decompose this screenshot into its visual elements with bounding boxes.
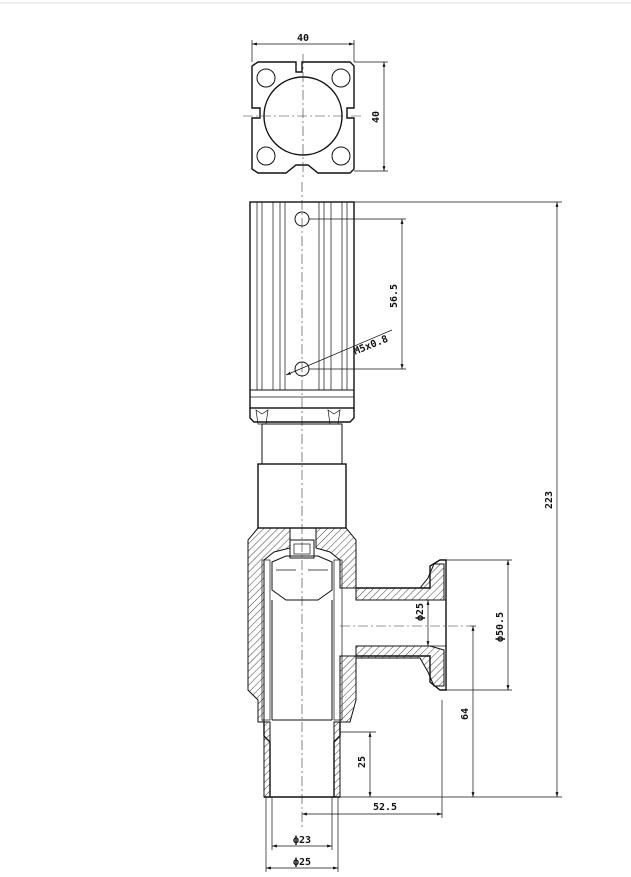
valve-body-right-wall (315, 527, 357, 589)
seal-assembly (289, 539, 315, 559)
dim-overall-length: 223 (544, 491, 555, 509)
end-cap (249, 408, 355, 423)
dim-outlet-outer-diameter: ϕ25 (293, 857, 311, 868)
side-branch-upper-wall (355, 563, 445, 601)
bolt-hole-tr (331, 68, 351, 88)
dim-port-spacing: 56.5 (389, 284, 400, 308)
bonnet (257, 463, 347, 529)
top-view: 40 40 (243, 33, 388, 180)
bolt-hole-br (331, 146, 351, 166)
cap-screw-left (255, 409, 269, 425)
bolt-hole-bl (256, 146, 276, 166)
dim-flange-height: 40 (371, 111, 382, 123)
front-view: 56.5 M5x0.8 223 ϕ25 ϕ50.5 64 25 52.5 (247, 182, 562, 872)
valve-body-lower-right (339, 655, 357, 723)
dim-outlet-inner-diameter: ϕ23 (293, 835, 311, 846)
label-port-thread: M5x0.8 (352, 334, 390, 358)
dim-outlet-length: 25 (357, 756, 368, 768)
liner-right (333, 559, 343, 721)
cylinder-body (249, 201, 355, 409)
flange-outline (251, 61, 355, 174)
dim-side-port-diameter: ϕ25 (415, 603, 426, 621)
dim-side-flange-diameter: ϕ50.5 (495, 612, 506, 642)
bolt-hole-tl (256, 68, 276, 88)
liner-left (261, 559, 271, 721)
dim-flange-width: 40 (297, 33, 309, 44)
dim-side-port-height: 64 (460, 708, 471, 720)
cap-screw-right (327, 409, 341, 425)
valve-plug (271, 555, 333, 601)
dim-side-port-offset: 52.5 (373, 802, 397, 813)
side-branch-lower-wall (355, 645, 445, 687)
